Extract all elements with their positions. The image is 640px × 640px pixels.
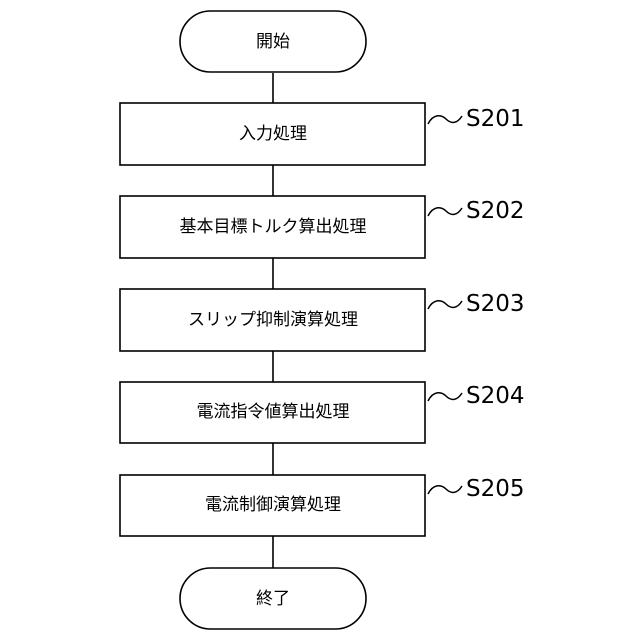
end-label: 終了 <box>256 589 290 609</box>
process-label-s201: 入力処理 <box>239 124 307 144</box>
start-label: 開始 <box>256 32 290 52</box>
step-id-s201: S201 <box>466 106 525 132</box>
start-terminal: 開始 <box>180 11 366 72</box>
step-leader-s202 <box>428 208 462 216</box>
step-leader-s204 <box>428 393 462 401</box>
process-step-s203: スリップ抑制演算処理 S203 <box>120 289 525 351</box>
process-label-s203: スリップ抑制演算処理 <box>188 310 358 330</box>
process-label-s205: 電流制御演算処理 <box>205 495 341 515</box>
process-label-s202: 基本目標トルク算出処理 <box>180 217 367 237</box>
step-leader-s201 <box>428 116 462 124</box>
process-step-s204: 電流指令値算出処理 S204 <box>120 382 525 443</box>
step-id-s204: S204 <box>466 383 525 409</box>
step-id-s202: S202 <box>466 198 525 224</box>
end-terminal: 終了 <box>180 568 366 629</box>
step-id-s205: S205 <box>466 476 525 502</box>
process-step-s205: 電流制御演算処理 S205 <box>120 475 525 536</box>
step-id-s203: S203 <box>466 291 525 317</box>
process-step-s202: 基本目標トルク算出処理 S202 <box>120 196 525 258</box>
process-step-s201: 入力処理 S201 <box>120 103 525 165</box>
process-label-s204: 電流指令値算出処理 <box>197 402 350 422</box>
step-leader-s203 <box>428 301 462 309</box>
step-leader-s205 <box>428 486 462 494</box>
